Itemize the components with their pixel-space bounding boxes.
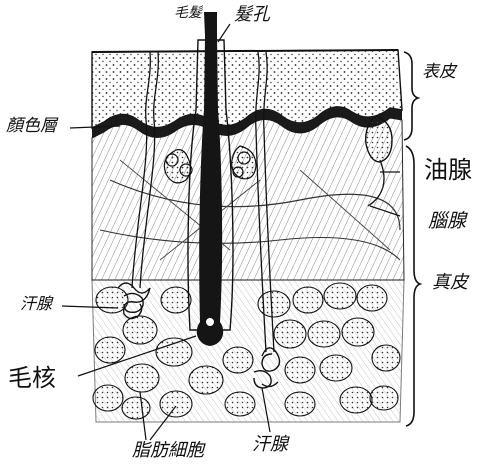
label-dermis: 真皮 xyxy=(432,274,468,292)
label-pigment-layer: 顏色層 xyxy=(6,118,57,135)
label-sweat-gland-left: 汗腺 xyxy=(20,296,52,312)
label-hair-root: 毛核 xyxy=(8,366,56,390)
label-hair: 毛髮 xyxy=(174,6,202,20)
label-hair-pore: 髮孔 xyxy=(234,6,270,24)
right-brackets xyxy=(404,52,420,426)
label-epidermis: 表皮 xyxy=(422,64,456,81)
dermis-layer xyxy=(92,117,404,280)
label-brain-gland: 腦腺 xyxy=(428,212,466,231)
label-sweat-gland-bottom: 汗腺 xyxy=(252,436,288,454)
label-oil-gland: 油腺 xyxy=(424,158,472,182)
label-fat-cells: 脂肪細胞 xyxy=(132,442,204,460)
